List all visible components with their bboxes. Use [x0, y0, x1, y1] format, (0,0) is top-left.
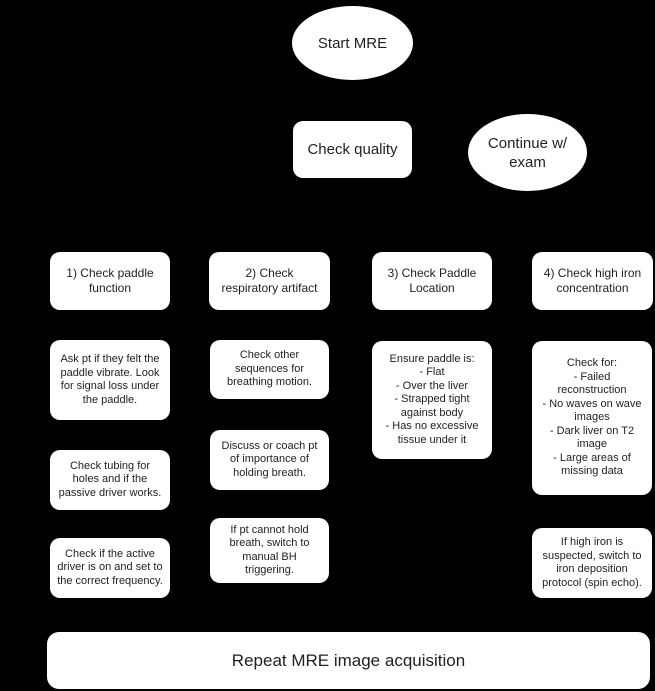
column2-step3-node: If pt cannot hold breath, switch to manu… — [210, 518, 329, 583]
column4-step1-node: Check for: - Failed reconstruction - No … — [532, 341, 652, 495]
column2-header-node: 2) Check respiratory artifact — [209, 252, 330, 310]
column1-step3-node: Check if the active driver is on and set… — [50, 538, 170, 598]
repeat-acquisition-node: Repeat MRE image acquisition — [47, 632, 650, 689]
column4-step2-node: If high iron is suspected, switch to iro… — [532, 528, 652, 598]
column2-step2-node: Discuss or coach pt of importance of hol… — [210, 430, 329, 490]
column3-header-node: 3) Check Paddle Location — [372, 252, 492, 310]
column1-step1-node: Ask pt if they felt the paddle vibrate. … — [50, 340, 170, 420]
continue-exam-node: Continue w/ exam — [468, 114, 587, 191]
column4-header-node: 4) Check high iron concentration — [532, 252, 653, 310]
column1-header-node: 1) Check paddle function — [50, 252, 170, 310]
check-quality-node: Check quality — [293, 121, 412, 178]
column1-step2-node: Check tubing for holes and if the passiv… — [50, 450, 170, 510]
column2-step1-node: Check other sequences for breathing moti… — [210, 340, 329, 399]
column3-step1-node: Ensure paddle is: - Flat - Over the live… — [372, 341, 492, 459]
start-node: Start MRE — [292, 6, 413, 80]
